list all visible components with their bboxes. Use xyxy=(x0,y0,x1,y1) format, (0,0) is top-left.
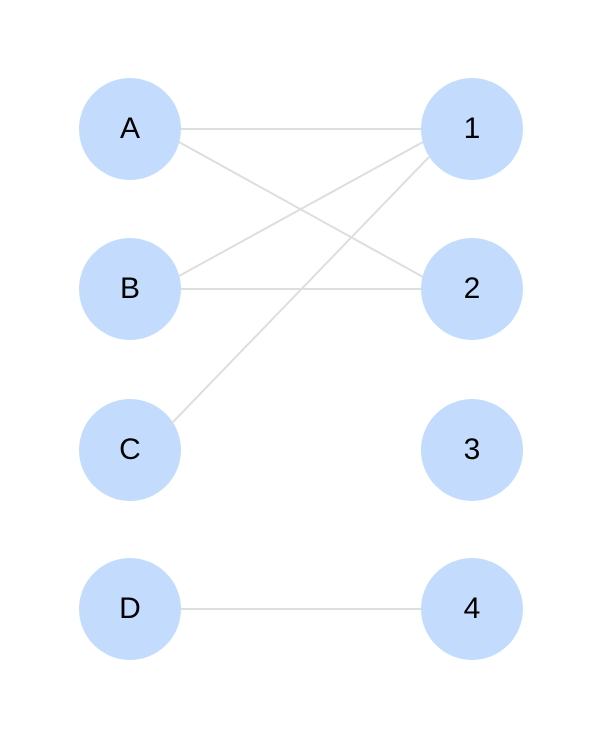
graph-node-label: 4 xyxy=(463,592,481,625)
graph-node-label: A xyxy=(119,112,140,145)
graph-node-label: 1 xyxy=(463,112,481,145)
graph-node-label: D xyxy=(119,592,141,625)
graph-node-a[interactable]: A xyxy=(79,78,181,180)
graph-node-3[interactable]: 3 xyxy=(421,399,523,501)
graph-node-4[interactable]: 4 xyxy=(421,558,523,660)
graph-node-label: C xyxy=(119,433,141,466)
graph-node-d[interactable]: D xyxy=(79,558,181,660)
graph-node-label: 3 xyxy=(463,433,481,466)
graph-node-c[interactable]: C xyxy=(79,399,181,501)
graph-edge xyxy=(172,156,430,423)
graph-node-2[interactable]: 2 xyxy=(421,238,523,340)
graph-edge xyxy=(178,141,424,277)
graph-node-b[interactable]: B xyxy=(79,238,181,340)
graph-node-1[interactable]: 1 xyxy=(421,78,523,180)
graph-node-label: B xyxy=(119,272,140,305)
graph-node-label: 2 xyxy=(463,272,481,305)
